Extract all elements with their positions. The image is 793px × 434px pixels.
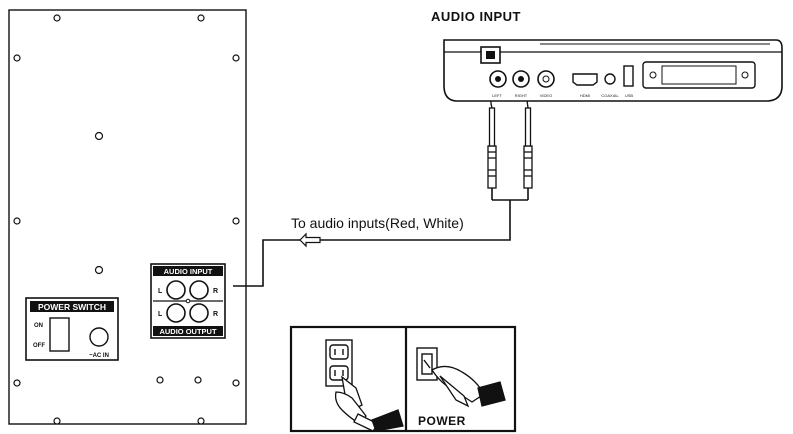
hdmi-port[interactable] [572,73,598,86]
port-label-video: VIDEO [540,93,552,98]
output-right-label: R [213,311,218,318]
signal-direction-arrow [299,232,321,248]
wall-outlet-icon [325,339,353,387]
port-label-coaxial: COAXIAL [601,93,619,98]
port-label-usb: USB [625,93,634,98]
cable-caption: To audio inputs(Red, White) [291,215,464,231]
audio-output-panel-title: AUDIO OUTPUT [159,327,217,336]
off-label: OFF [33,343,45,349]
media-player-device: LEFT RIGHT VIDEO HDMI COAXIAL USB [443,39,783,102]
input-right-label: R [213,288,218,295]
on-label: ON [34,323,43,329]
audio-cable [233,188,529,287]
rca-input-right[interactable] [189,280,209,300]
subwoofer-back-panel: POWER SWITCH ON OFF ~AC IN AUDIO INPUT A… [8,9,247,425]
power-switch-title: POWER SWITCH [38,302,106,312]
audio-input-panel-title: AUDIO INPUT [164,267,213,276]
port-label-left: LEFT [492,93,502,98]
input-left-label: L [158,288,163,295]
screw-holes [13,14,240,425]
rca-input-left[interactable] [166,280,186,300]
port-label-right: RIGHT [515,93,528,98]
output-left-label: L [158,311,163,318]
power-label: POWER [418,414,466,428]
ac-in-socket[interactable] [89,327,109,347]
coaxial-port[interactable] [604,73,616,85]
audio-io-panel: AUDIO INPUT AUDIO OUTPUT L R L R [150,263,226,339]
vga-port[interactable] [642,61,756,89]
power-switch-panel: POWER SWITCH ON OFF ~AC IN [25,297,119,361]
power-rocker-switch[interactable] [49,317,70,352]
rca-output-right[interactable] [189,303,209,323]
hand-plugging-icon [334,375,404,432]
hand-pressing-icon [431,365,506,408]
rca-output-left[interactable] [166,303,186,323]
page-title: AUDIO INPUT [431,9,521,24]
power-illustration: POWER [289,325,517,433]
ac-in-label: ~AC IN [89,353,109,359]
port-label-hdmi: HDMI [580,93,590,98]
usb-port[interactable] [623,65,634,87]
power-switch-icon [416,347,438,381]
